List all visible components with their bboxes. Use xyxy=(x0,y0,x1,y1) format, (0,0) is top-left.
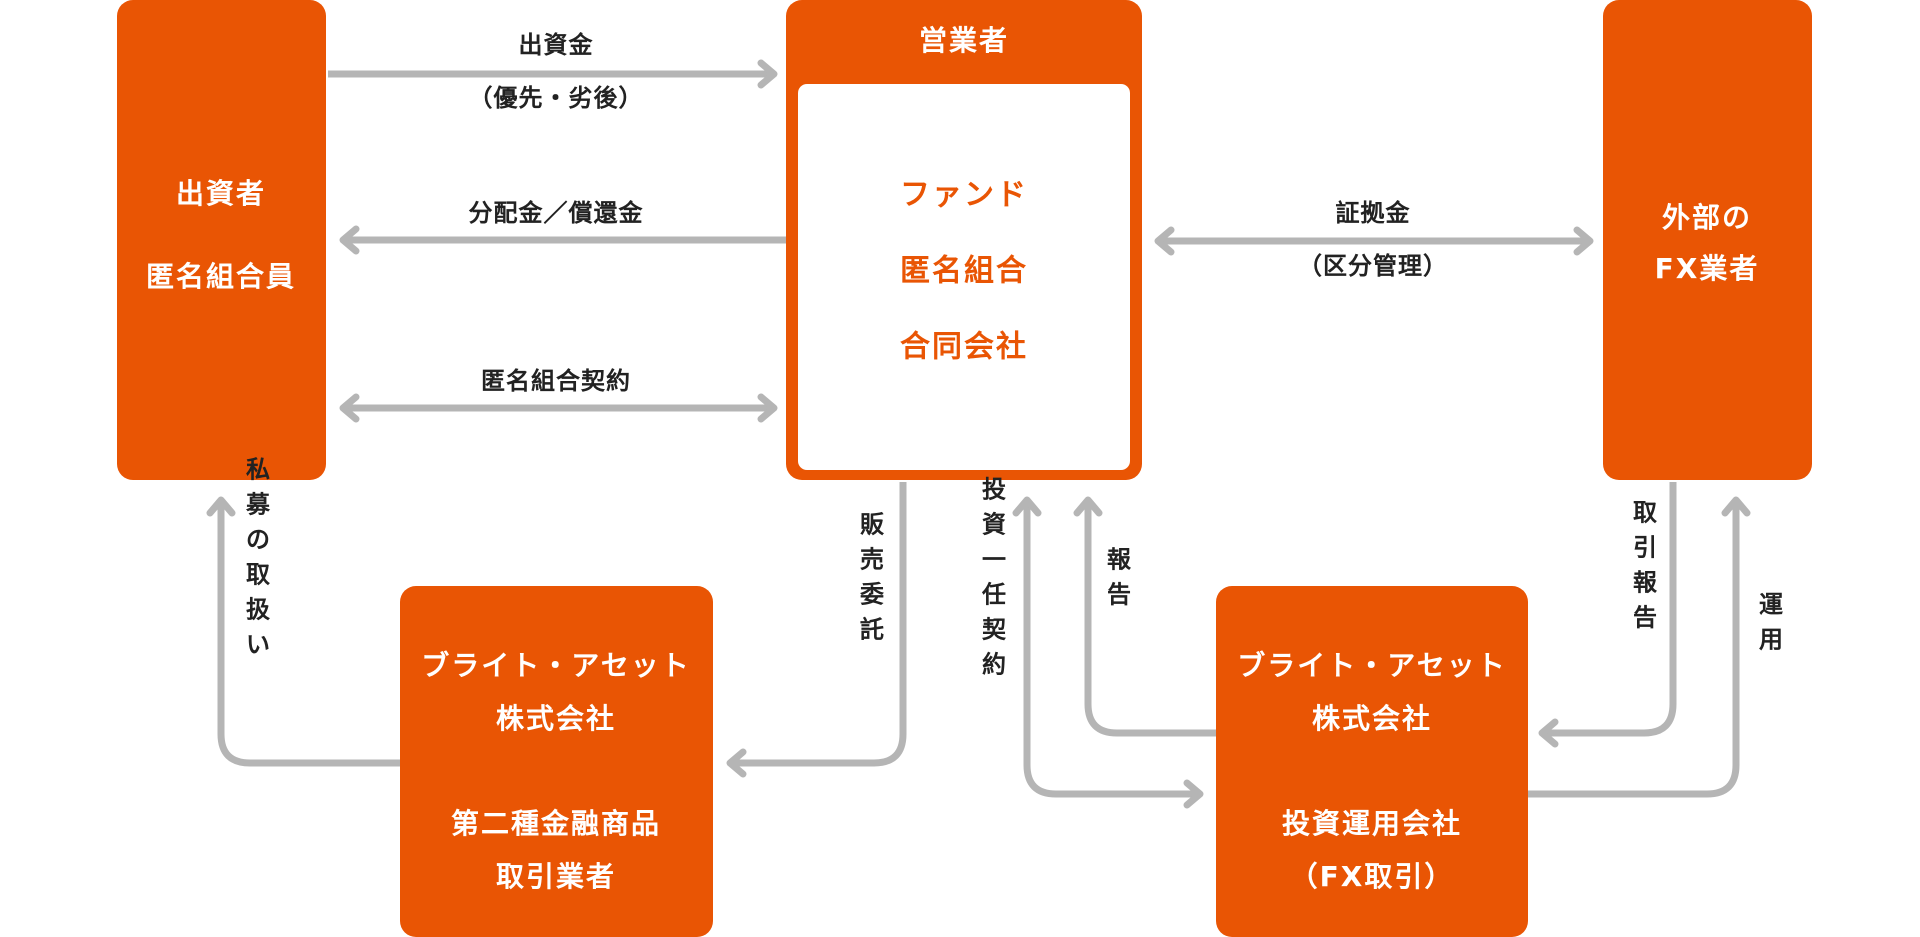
contract-label: 匿名組合契約 xyxy=(481,367,631,395)
distribution-label: 分配金／償還金 xyxy=(469,199,644,227)
operator-header: 営業者 xyxy=(919,24,1009,57)
fx-dealer-line-1: 外部の xyxy=(1662,201,1752,234)
fx-dealer-line-2: FX業者 xyxy=(1655,252,1760,285)
distributor-line-2: 株式会社 xyxy=(496,702,616,735)
discretionary-contract-label: 投資一任契約 xyxy=(981,476,1007,679)
discretionary-contract-arrow xyxy=(1012,496,1204,809)
distributor-box: ブライト・アセット 株式会社 第二種金融商品 取引業者 xyxy=(400,586,713,937)
capital-arrow xyxy=(328,59,778,89)
capital-sub-label: （優先・劣後） xyxy=(469,84,644,112)
manager-line-2: 株式会社 xyxy=(1312,702,1432,735)
report-arrow xyxy=(1073,496,1216,737)
sales-consignment-arrow xyxy=(726,482,907,778)
capital-label: 出資金 xyxy=(519,31,594,59)
operation-arrow xyxy=(1528,496,1751,798)
distribution-arrow xyxy=(339,225,789,255)
operator-line-2: 匿名組合 xyxy=(900,254,1028,289)
manager-line-1: ブライト・アセット xyxy=(1237,649,1506,682)
operation-label: 運用 xyxy=(1759,591,1783,654)
margin-label: 証拠金 xyxy=(1336,199,1411,227)
trade-report-arrow xyxy=(1538,482,1677,748)
fx-dealer-box: 外部の FX業者 xyxy=(1603,0,1812,480)
manager-box: ブライト・アセット 株式会社 投資運用会社 （FX取引） xyxy=(1216,586,1528,937)
distributor-line-4: 取引業者 xyxy=(496,860,616,893)
sales-consignment-label: 販売委託 xyxy=(859,511,885,644)
investor-box: 出資者 匿名組合員 xyxy=(117,0,326,480)
operator-line-3: 合同会社 xyxy=(900,330,1028,365)
trade-report-label: 取引報告 xyxy=(1633,499,1658,632)
operator-line-1: ファンド xyxy=(900,178,1028,213)
distributor-line-3: 第二種金融商品 xyxy=(451,807,661,840)
operator-box: 営業者 ファンド 匿名組合 合同会社 xyxy=(786,0,1142,480)
investor-line-1: 出資者 xyxy=(176,177,266,210)
private-placement-arrow xyxy=(206,496,400,767)
report-label: 報告 xyxy=(1107,546,1132,609)
private-placement-label: 私募の取扱い xyxy=(245,456,271,659)
distributor-line-1: ブライト・アセット xyxy=(421,649,690,682)
margin-sub-label: （区分管理） xyxy=(1298,252,1448,280)
margin-arrow xyxy=(1154,226,1594,256)
contract-arrow xyxy=(339,393,778,423)
manager-line-4: （FX取引） xyxy=(1290,860,1455,893)
investor-line-2: 匿名組合員 xyxy=(146,260,296,293)
manager-line-3: 投資運用会社 xyxy=(1282,807,1462,840)
